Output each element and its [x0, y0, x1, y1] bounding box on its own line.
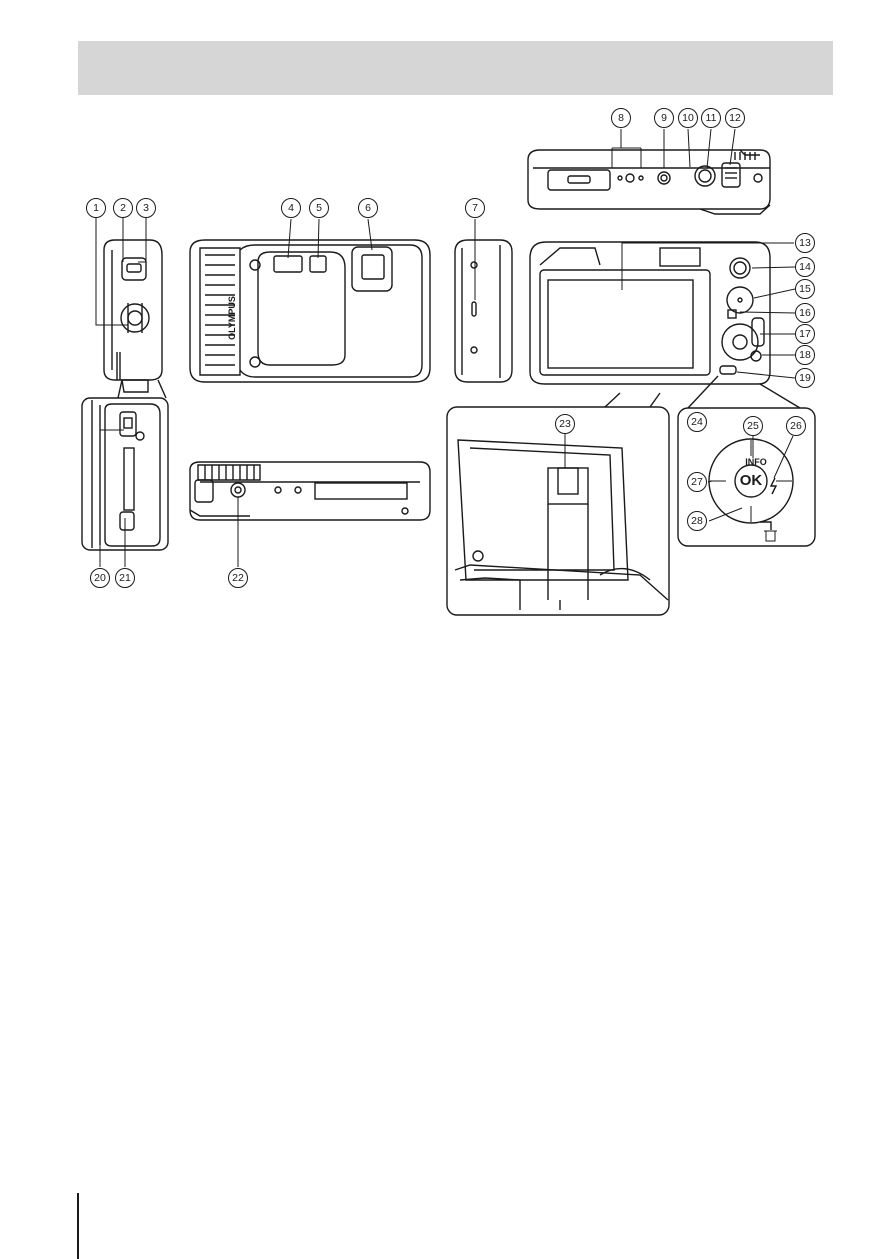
callout-9: 9 [661, 112, 667, 124]
callout-23: 23 [559, 418, 571, 430]
callout-26: 26 [790, 420, 802, 432]
callout-21: 21 [119, 572, 131, 584]
ok-button-label: OK [740, 472, 763, 489]
callout-18: 18 [799, 349, 811, 361]
callout-25: 25 [747, 420, 759, 432]
callout-7: 7 [472, 202, 478, 214]
camera-side-view-right [455, 240, 512, 382]
callout-20: 20 [94, 572, 106, 584]
callout-27: 27 [691, 476, 703, 488]
camera-bottom-view [190, 462, 430, 520]
callout-15: 15 [799, 283, 811, 295]
callout-1: 1 [93, 202, 99, 214]
camera-top-view [528, 150, 770, 214]
camera-side-view-left [104, 240, 162, 392]
callout-5: 5 [316, 202, 322, 214]
callout-13: 13 [799, 237, 811, 249]
callout-numbers: 1 2 3 4 5 6 7 8 9 10 11 12 13 14 15 16 1… [93, 112, 811, 584]
flash-icon [771, 478, 776, 494]
brand-label: OLYMPUS [227, 296, 237, 340]
callout-22: 22 [232, 572, 244, 584]
callout-12: 12 [729, 112, 741, 124]
callout-4: 4 [288, 202, 294, 214]
callout-19: 19 [799, 372, 811, 384]
callout-28: 28 [691, 515, 703, 527]
camera-back-view [530, 242, 770, 384]
callout-markers [87, 109, 815, 588]
page-margin-rule [77, 1193, 79, 1259]
callout-8: 8 [618, 112, 624, 124]
callout-6: 6 [365, 202, 371, 214]
trash-icon [764, 531, 777, 541]
callout-16: 16 [799, 307, 811, 319]
callout-3: 3 [143, 202, 149, 214]
callout-10: 10 [682, 112, 694, 124]
callout-2: 2 [120, 202, 126, 214]
callout-24: 24 [691, 416, 703, 428]
callout-17: 17 [799, 328, 811, 340]
camera-front-view [190, 240, 430, 382]
callout-11: 11 [706, 112, 717, 124]
info-label: INFO [745, 457, 767, 467]
callout-14: 14 [799, 261, 811, 273]
